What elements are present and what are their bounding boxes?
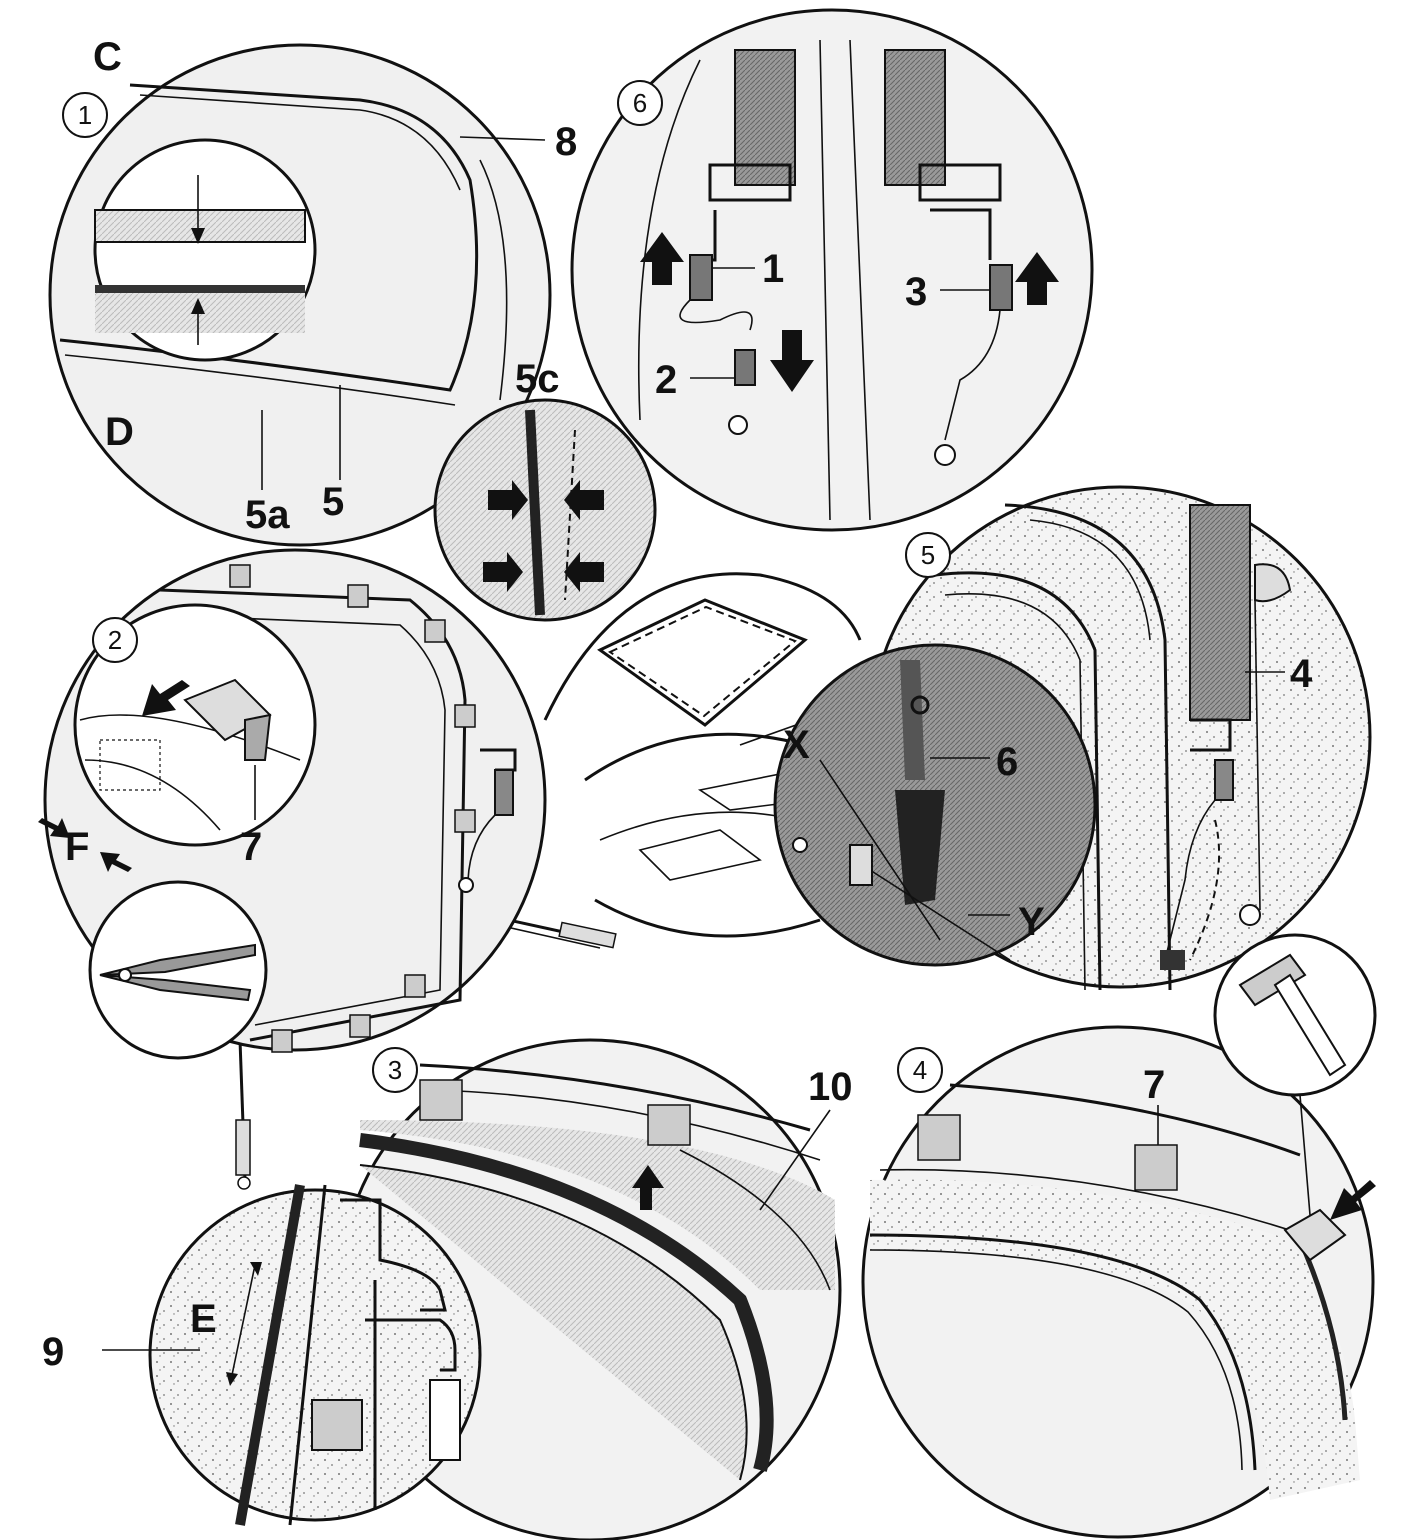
label-8: 8 [555,120,577,164]
label-3: 3 [905,270,927,314]
label-Y: Y [1018,900,1045,944]
label-10: 10 [808,1065,853,1109]
label-2: 2 [655,358,677,402]
label-1: 1 [762,247,784,291]
label-5c: 5c [515,357,560,401]
label-4: 4 [1290,652,1313,696]
label-C: C [93,35,122,79]
label-D: D [105,410,134,454]
callout-2: 2 [108,625,122,655]
detail-5c: 5c [433,357,657,622]
detail-4: 7 4 [861,933,1377,1539]
label-5a: 5a [245,493,290,537]
label-7-detail2: 7 [240,825,262,869]
label-F: F [65,825,89,869]
callout-6: 6 [633,88,647,118]
callout-5: 5 [921,540,935,570]
detail-5: 4 6 X Y 5 [773,485,1372,991]
label-X: X [783,723,810,767]
label-E: E [190,1297,217,1341]
detail-2: 7 F 2 [38,548,547,1060]
label-9: 9 [42,1330,64,1374]
detail-1: 1 C D 5a 5 8 [48,35,577,547]
callout-3: 3 [388,1055,402,1085]
callout-1: 1 [78,100,92,130]
callout-4: 4 [913,1055,927,1085]
label-7-detail4: 7 [1143,1063,1165,1107]
label-5: 5 [322,480,344,524]
detail-6: 1 2 3 6 [570,8,1094,532]
detail-3: 10 3 E 9 [42,1038,853,1540]
label-6: 6 [996,740,1018,784]
